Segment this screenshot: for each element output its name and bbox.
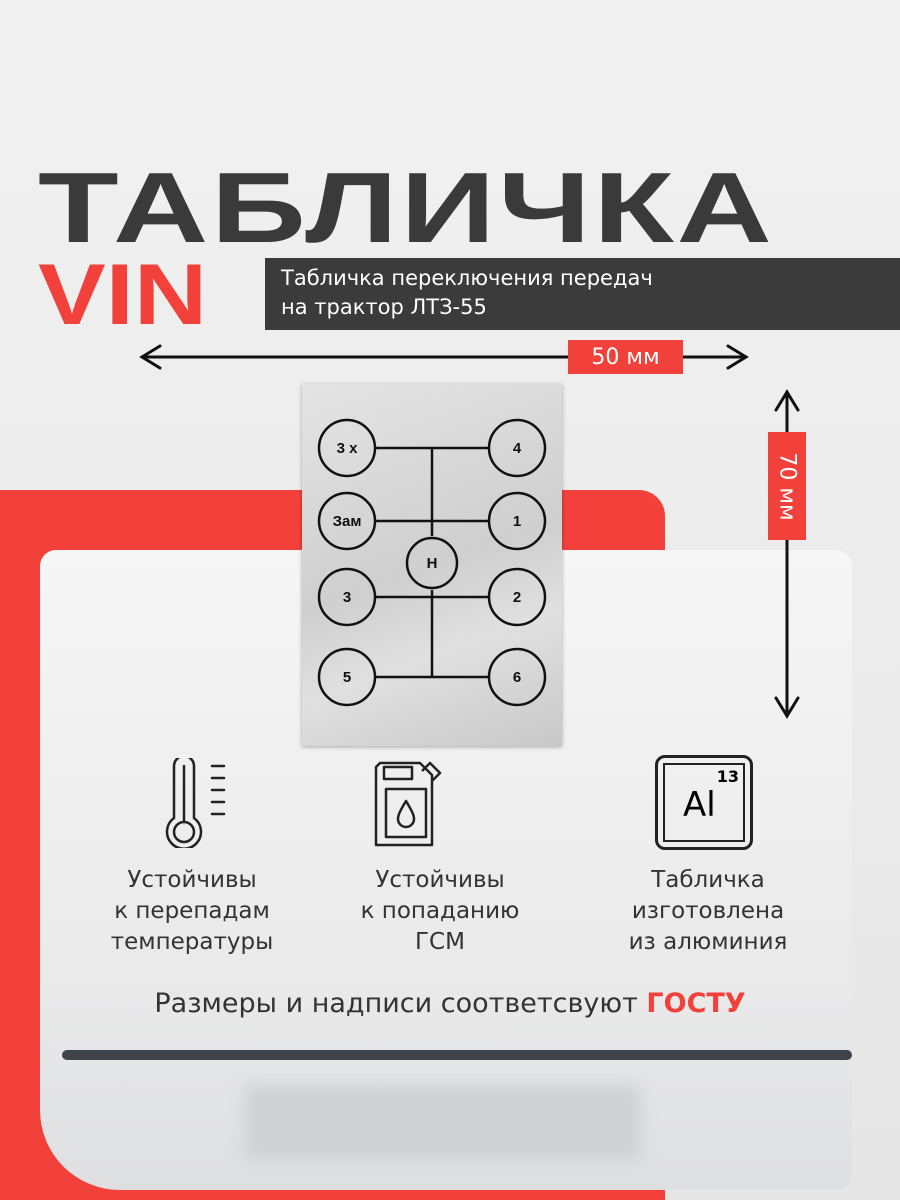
gost-note: Размеры и надписи соответсвуют ГОСТУ [154, 988, 746, 1019]
gear-circle [317, 567, 377, 627]
gear-circle [487, 418, 547, 478]
gear-label: 5 [343, 669, 351, 686]
aluminium-element-icon: 13 Al [655, 755, 753, 850]
fuel-canister-icon [374, 761, 442, 847]
thermometer-icon [165, 758, 226, 848]
gear-label: 6 [513, 669, 521, 686]
gear-circle [317, 647, 377, 707]
divider-bar [62, 1050, 852, 1060]
gear-label: 3 [343, 589, 351, 606]
width-label: 50 мм [568, 340, 683, 374]
brand-logo: VIN [38, 247, 208, 343]
subtitle-line: Табличка переключения передач [281, 266, 653, 290]
gear-circle [487, 491, 547, 551]
gear-label: 3 х [337, 440, 359, 457]
height-label: 70 мм [768, 432, 806, 540]
blurred-shape [245, 1085, 640, 1160]
gear-circle [317, 491, 377, 551]
gear-label: 2 [513, 589, 521, 606]
gear-label: Н [427, 555, 438, 572]
gear-circle [487, 567, 547, 627]
gear-label: 1 [513, 513, 521, 530]
subtitle-line: на трактор ЛТЗ-55 [281, 295, 487, 319]
gear-label: Зам [333, 513, 362, 530]
page-title: ТАБЛИЧКА [38, 152, 775, 264]
gear-circle [487, 647, 547, 707]
gear-circle [317, 418, 377, 478]
subtitle-banner: Табличка переключения передач на трактор… [265, 258, 900, 330]
gear-label: 4 [513, 440, 522, 457]
gear-circle [405, 536, 459, 590]
